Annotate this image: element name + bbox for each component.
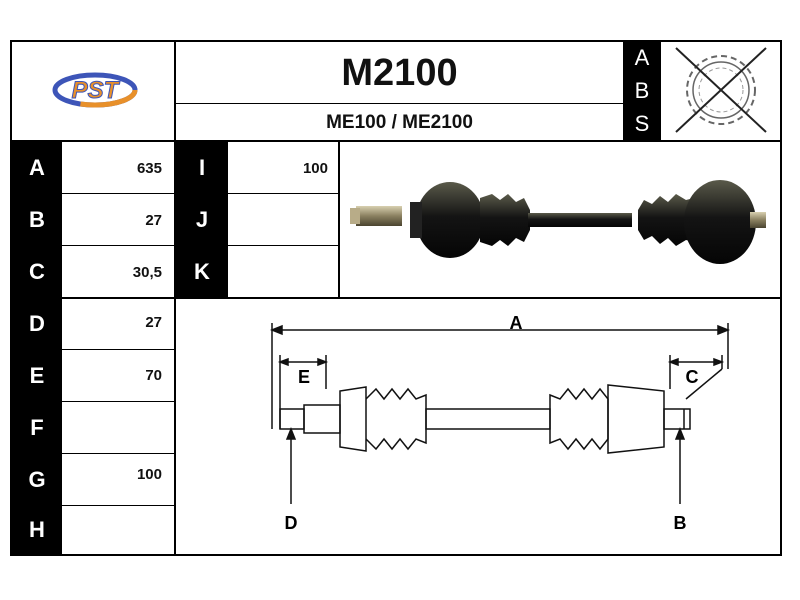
drawing-label-a: A [510,313,523,333]
dim-value-b: 27 [145,212,162,229]
dim-label-j: J [176,194,228,245]
column-divider [623,40,625,141]
dim-label-h: H [12,506,62,554]
dim-label-f: F [12,402,62,453]
drawing-label-c: C [686,367,699,387]
abs-ring-crossed-icon [662,42,780,139]
drawing-label-b: B [674,513,687,533]
dim-label-a: A [12,142,62,193]
abs-letter-b: B [625,74,659,107]
title-divider [175,103,623,104]
dim-value-a: 635 [136,160,162,177]
dim-label-d: D [12,299,62,349]
dim-value-g: 100 [136,466,162,483]
row-divider [10,401,175,402]
row-divider [10,349,175,350]
dim-label-i: I [176,142,228,193]
dim-value-e: 70 [145,367,162,384]
drawing-label-d: D [285,513,298,533]
column-divider [338,140,340,298]
drive-shaft-photo [342,150,778,290]
dim-label-e: E [12,350,62,401]
column-divider [659,40,661,141]
drawing-label-e: E [298,367,310,387]
part-number: M2100 [341,52,458,94]
row-divider [10,453,175,454]
dim-value-i: 100 [302,160,328,177]
abs-letter-a: A [625,42,659,74]
dim-label-c: C [12,246,62,297]
column-divider [174,40,176,556]
brand-logo: PST [40,62,150,118]
row-divider [10,505,175,506]
dim-label-k: K [176,246,228,297]
dim-label-b: B [12,194,62,245]
header-divider [10,140,782,142]
abs-letter-s: S [625,107,659,140]
dim-value-d: 27 [145,314,162,331]
application-models: ME100 / ME2100 [326,112,473,133]
dim-value-c: 30,5 [132,264,162,281]
dimension-drawing: A E C D B [176,299,780,554]
dim-label-g: G [12,454,62,505]
section-divider [10,297,782,299]
logo-text: PST [72,77,121,104]
